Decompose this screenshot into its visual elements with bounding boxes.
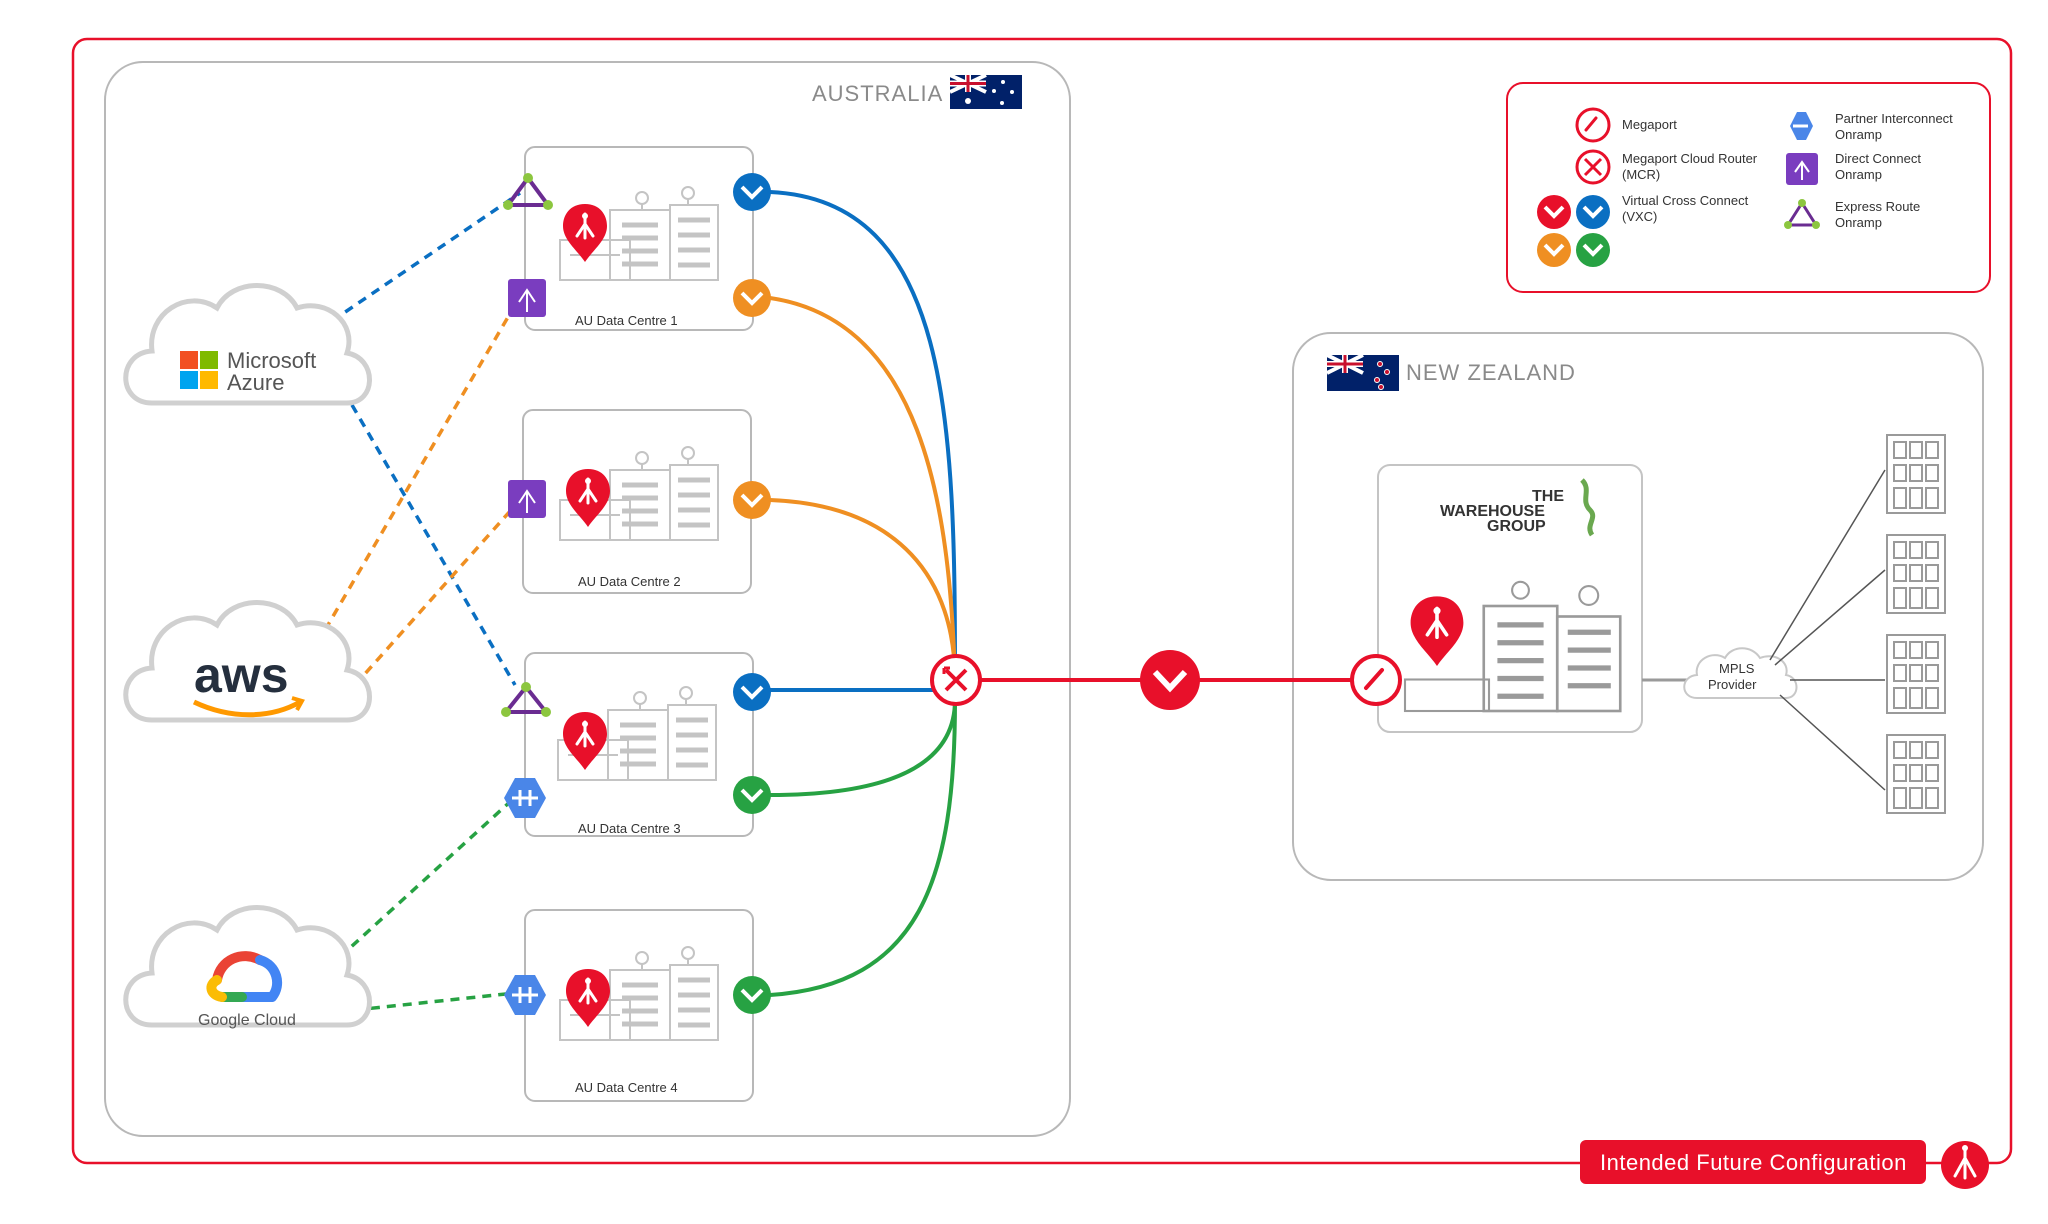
mcr-icon	[930, 654, 982, 706]
aws-cloud: aws	[126, 603, 370, 721]
svg-text:Onramp: Onramp	[1835, 215, 1882, 230]
svg-text:Intended Future Configuration: Intended Future Configuration	[1600, 1150, 1907, 1175]
svg-text:Megaport Cloud Router: Megaport Cloud Router	[1622, 151, 1758, 166]
outer-frame	[71, 37, 2013, 1165]
cloud-onramp-connections	[323, 191, 522, 1012]
svg-text:Megaport: Megaport	[1622, 117, 1677, 132]
google-cloud: Google Cloud	[126, 908, 370, 1029]
svg-text:Direct Connect: Direct Connect	[1835, 151, 1921, 166]
svg-text:THE: THE	[1532, 488, 1564, 505]
building-icon	[1886, 634, 1946, 714]
svg-text:AU Data Centre 1: AU Data Centre 1	[575, 313, 678, 328]
azure-cloud: Microsoft Azure	[126, 286, 370, 404]
new-zealand-flag-icon	[1326, 353, 1399, 391]
australia-label: AUSTRALIA	[812, 81, 943, 106]
future-config-banner: Intended Future Configuration	[1580, 1140, 1989, 1189]
mpls-cloud: MPLS Provider	[1683, 647, 1798, 699]
svg-text:GROUP: GROUP	[1487, 518, 1546, 535]
datacentre-2: AU Data Centre 2	[522, 409, 752, 594]
vxc-connections	[769, 190, 957, 997]
building-icon	[1886, 434, 1946, 514]
express-route-icon	[503, 173, 553, 210]
direct-connect-icon	[508, 480, 546, 518]
vxc-chevron-icon	[733, 173, 771, 1014]
datacentre-4: AU Data Centre 4	[524, 909, 754, 1102]
svg-text:MPLS: MPLS	[1719, 661, 1755, 676]
svg-text:(VXC): (VXC)	[1622, 209, 1657, 224]
aws-smile-icon	[192, 699, 302, 718]
vxc-chevron-icon	[1537, 195, 1610, 267]
svg-text:Virtual Cross Connect: Virtual Cross Connect	[1622, 193, 1749, 208]
express-route-icon	[1784, 199, 1820, 229]
vxc-chevron-icon	[1140, 650, 1200, 710]
svg-text:Onramp: Onramp	[1835, 127, 1882, 142]
partner-interconnect-icon	[504, 975, 546, 1015]
partner-interconnect-icon	[504, 778, 546, 818]
svg-text:AU Data Centre 4: AU Data Centre 4	[575, 1080, 678, 1095]
australia-flag-icon	[949, 73, 1022, 109]
warehouse-logo-icon	[1580, 478, 1596, 537]
direct-connect-icon	[508, 279, 546, 317]
express-route-icon	[501, 682, 551, 717]
branch-links	[1769, 469, 1886, 791]
svg-text:AU Data Centre 3: AU Data Centre 3	[578, 821, 681, 836]
svg-text:aws: aws	[194, 647, 289, 703]
new-zealand-region	[1292, 332, 1984, 881]
building-icon	[1403, 580, 1622, 713]
datacentre-3: AU Data Centre 3	[524, 652, 754, 837]
svg-text:Google Cloud: Google Cloud	[198, 1012, 296, 1029]
svg-text:Microsoft: Microsoft	[227, 348, 316, 373]
legend: Megaport Megaport Cloud Router (MCR) Vir…	[1506, 82, 1991, 293]
svg-text:Express Route: Express Route	[1835, 199, 1920, 214]
svg-text:Onramp: Onramp	[1835, 167, 1882, 182]
warehouse-site: THE WAREHOUSE GROUP	[1377, 464, 1643, 733]
megaport-icon	[1575, 107, 1611, 143]
megaport-icon	[1350, 654, 1402, 706]
building-icon	[1886, 734, 1946, 814]
svg-text:AU Data Centre 2: AU Data Centre 2	[578, 574, 681, 589]
microsoft-logo-icon	[180, 351, 218, 389]
mcr-icon	[1575, 149, 1611, 185]
svg-text:Azure: Azure	[227, 370, 284, 395]
partner-interconnect-icon	[1790, 112, 1813, 140]
svg-text:Provider: Provider	[1708, 677, 1757, 692]
direct-connect-icon	[1786, 153, 1818, 185]
australia-region	[104, 61, 1071, 1137]
svg-text:WAREHOUSE: WAREHOUSE	[1440, 503, 1545, 520]
new-zealand-label: NEW ZEALAND	[1406, 360, 1576, 385]
datacentre-1: AU Data Centre 1	[524, 146, 754, 331]
svg-text:(MCR): (MCR)	[1622, 167, 1660, 182]
building-icon	[1886, 534, 1946, 614]
google-cloud-logo-icon	[206, 951, 283, 1002]
svg-text:Partner Interconnect: Partner Interconnect	[1835, 111, 1953, 126]
